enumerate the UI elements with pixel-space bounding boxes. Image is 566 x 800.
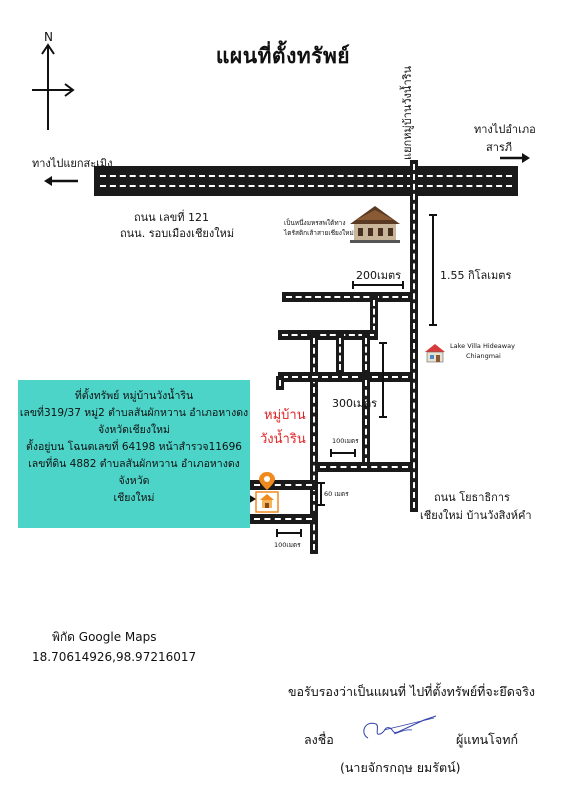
- distance-marker-60m: [317, 482, 325, 506]
- right-direction-line2: สารภี: [486, 141, 513, 154]
- north-arrow-icon: N: [28, 30, 78, 130]
- village-access-road: [410, 160, 418, 512]
- vertical-road-label: แยกหมู่บ้านวังน้ำริน: [401, 65, 414, 160]
- village-road-row2: [316, 462, 412, 472]
- landmark-label-line1: เป็นหนึ่งมหรสพใต้ทาง: [284, 219, 346, 227]
- info-line: จังหวัดเชียงใหม่: [98, 424, 170, 436]
- distance-200m-label: 200เมตร: [356, 269, 402, 282]
- info-line: เลขที่ดิน 4882 ตำบลสันผักหวาน อำเภอหางดง…: [28, 458, 240, 487]
- road-right-name-line2: เชียงใหม่ บ้านวังสิงห์คำ: [420, 509, 532, 522]
- main-road: [94, 166, 518, 196]
- main-road-name-line2: ถนน. รอบเมืองเชียงใหม่: [120, 227, 235, 240]
- road-right-name-line1: ถนน โยธาธิการ: [434, 491, 510, 504]
- right-direction-line1: ทางไปอำเภอ: [474, 123, 536, 136]
- certification-statement: ขอรับรองว่าเป็นแผนที่ ไปที่ตั้งทรัพย์ที่…: [288, 684, 536, 699]
- distance-1550m-label: 1.55 กิโลเมตร: [440, 269, 512, 282]
- coordinates-value: 18.70614926,98.97216017: [32, 650, 197, 664]
- village-road-col4: [362, 376, 370, 468]
- property-info-box: ที่ตั้งทรัพย์ หมู่บ้านวังน้ำริน เลขที่31…: [18, 380, 250, 528]
- north-label: N: [44, 30, 53, 44]
- branch-road-down: [370, 296, 378, 336]
- village-road-north: [278, 330, 378, 340]
- village-road-col2: [336, 334, 344, 374]
- coordinates-label: พิกัด Google Maps: [52, 630, 157, 644]
- signer-name: (นายจักรกฤษ ยมรัตน์): [340, 760, 461, 775]
- main-road-name-line1: ถนน เลขที่ 121: [134, 211, 209, 224]
- distance-marker-100m-a: [330, 449, 356, 457]
- lake-villa-label-line2: Chiangmai: [466, 352, 501, 360]
- village-road-col3: [362, 334, 370, 374]
- distance-300m-label: 300เมตร: [332, 397, 378, 410]
- distance-60m-label: 60 เมตร: [324, 490, 349, 498]
- info-line: เลขที่319/37 หมู่2 ตำบลสันผักหวาน อำเภอห…: [19, 407, 249, 419]
- info-line: ที่ตั้งทรัพย์ หมู่บ้านวังน้ำริน: [74, 390, 194, 402]
- distance-marker-200m: [352, 281, 404, 289]
- left-direction-label: ทางไปแยกสะเมิง: [32, 157, 113, 170]
- village-road-row3: [250, 480, 316, 490]
- signature-image: [363, 715, 437, 739]
- distance-100m-label-b: 100เมตร: [274, 541, 301, 549]
- distance-marker-100m-b: [276, 529, 302, 537]
- village-label-line2: วังน้ำริน: [260, 432, 306, 447]
- branch-road-200m: [282, 292, 412, 302]
- landmark-label-line2: ไตรัสติกเส้าสายเชียงใหม่: [284, 229, 354, 237]
- lake-villa-icon: [424, 342, 446, 364]
- map-title: แผนที่ตั้งทรัพย์: [215, 44, 351, 68]
- property-pin-icon: [252, 470, 282, 514]
- temple-landmark-icon: [344, 202, 406, 244]
- sign-label: ลงชื่อ: [304, 732, 334, 747]
- distance-100m-label-a: 100เมตร: [332, 437, 359, 445]
- lake-villa-label-line1: Lake Villa Hideaway: [450, 342, 515, 350]
- left-arrow-icon: [44, 176, 78, 186]
- village-road-row1: [278, 372, 412, 382]
- distance-marker-1550m: [429, 214, 437, 326]
- village-road-west: [276, 376, 284, 390]
- village-road-col1: [310, 334, 318, 554]
- village-road-row4: [250, 514, 316, 524]
- info-line: ตั้งอยู่บน โฉนดเลขที่ 64198 หน้าสำรวจ116…: [26, 441, 242, 453]
- distance-marker-300m: [379, 342, 387, 418]
- right-arrow-icon: [500, 153, 530, 163]
- village-label-line1: หมู่บ้าน: [264, 408, 306, 423]
- signer-role: ผู้แทนโจทก์: [456, 732, 519, 747]
- info-line: เชียงใหม่: [113, 492, 155, 504]
